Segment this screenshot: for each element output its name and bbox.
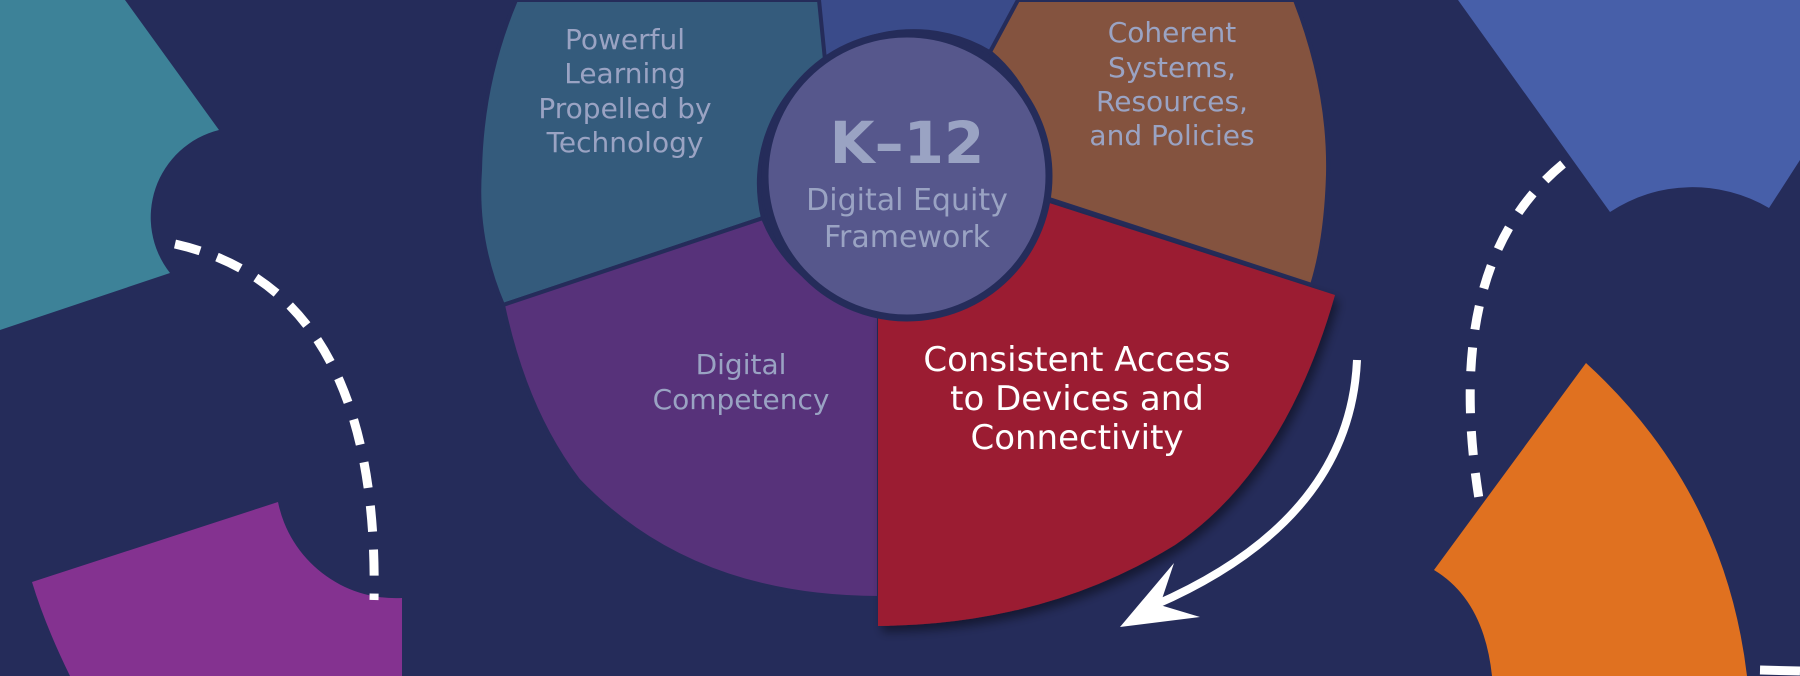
arrow-head	[1120, 563, 1200, 627]
label-line: Resources,	[1096, 85, 1248, 118]
label-digital-competency: Digital Competency	[653, 348, 830, 416]
left-dashed-arc	[174, 239, 379, 601]
segment-consistent-access[interactable]	[878, 200, 1335, 626]
label-line: Systems,	[1108, 51, 1236, 84]
center-title: K–12	[830, 109, 985, 177]
center-subtitle-line1: Digital Equity	[806, 183, 1008, 218]
right-dashed-arc	[1465, 160, 1566, 506]
label-line: Learning	[564, 57, 686, 90]
curved-arrow	[1153, 359, 1361, 609]
label-line: Technology	[546, 126, 704, 159]
purple-wheel-piece	[32, 502, 402, 676]
center-subtitle-line2: Framework	[824, 220, 991, 255]
label-line: Coherent	[1108, 16, 1237, 49]
label-coherent-systems: Coherent Systems, Resources, and Policie…	[1089, 16, 1254, 152]
teal-wheel-piece	[0, 0, 219, 330]
label-line: Powerful	[565, 23, 685, 56]
orange-wheel-piece	[1434, 363, 1747, 676]
label-line: Consistent Access	[923, 340, 1230, 380]
label-powerful-learning: Powerful Learning Propelled by Technolog…	[538, 23, 711, 159]
label-line: and Policies	[1089, 119, 1254, 152]
label-line: Propelled by	[538, 92, 711, 125]
label-consistent-access: Consistent Access to Devices and Connect…	[923, 340, 1230, 458]
blue-wheel-piece	[1458, 0, 1800, 212]
label-line: to Devices and	[950, 379, 1204, 419]
bottom-right-dash	[1759, 665, 1800, 676]
label-line: Competency	[653, 383, 830, 416]
top-segment	[780, 0, 1032, 58]
center-circle	[761, 30, 1053, 322]
label-line: Digital	[696, 348, 787, 381]
label-line: Connectivity	[970, 418, 1183, 458]
